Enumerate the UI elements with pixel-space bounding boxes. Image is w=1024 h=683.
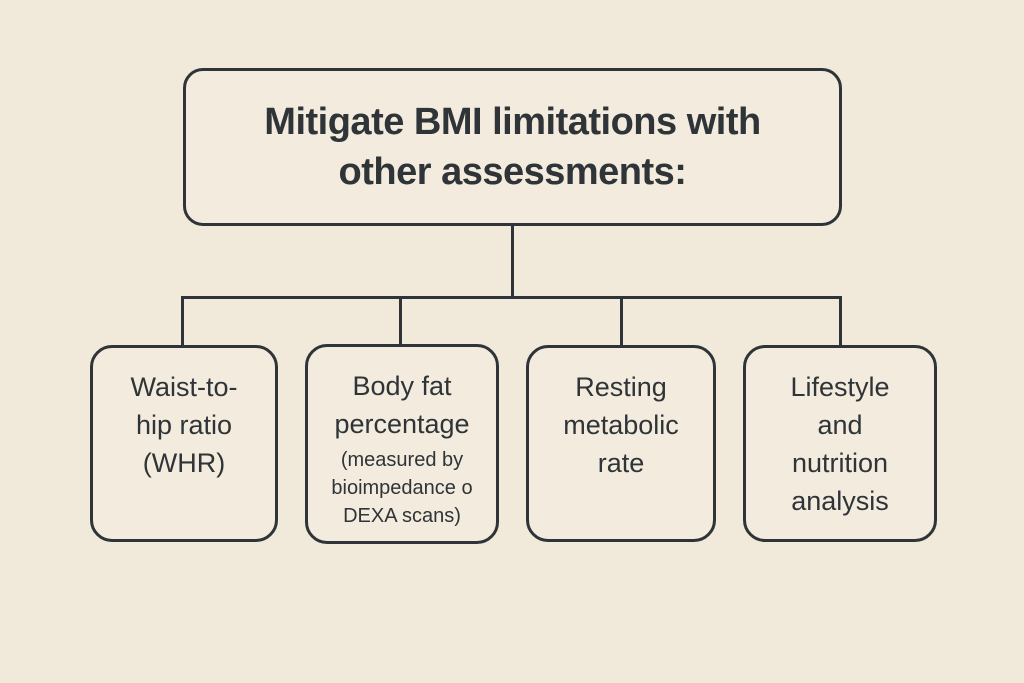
connector-drop-2	[399, 296, 402, 345]
child-node-label: Body fat percentage	[334, 371, 470, 439]
root-node-label: Mitigate BMI limitations with other asse…	[264, 101, 761, 193]
connector-horizontal	[181, 296, 842, 299]
connector-stem	[511, 226, 514, 297]
connector-drop-4	[839, 296, 842, 346]
child-node-sublabel: (measured by bioimpedance o DEXA scans)	[331, 449, 473, 527]
child-node-label: Waist-to- hip ratio (WHR)	[130, 372, 238, 478]
child-node-lifestyle-nutrition-analysis: Lifestyle and nutrition analysis	[743, 345, 937, 542]
child-node-label: Resting metabolic rate	[563, 372, 679, 478]
root-node: Mitigate BMI limitations with other asse…	[183, 68, 842, 226]
child-node-waist-to-hip-ratio: Waist-to- hip ratio (WHR)	[90, 345, 278, 542]
connector-drop-3	[620, 296, 623, 346]
child-node-label: Lifestyle and nutrition analysis	[790, 372, 890, 516]
child-node-resting-metabolic-rate: Resting metabolic rate	[526, 345, 716, 542]
child-node-body-fat-percentage: Body fat percentage (measured by bioimpe…	[305, 344, 499, 544]
connector-drop-1	[181, 296, 184, 346]
